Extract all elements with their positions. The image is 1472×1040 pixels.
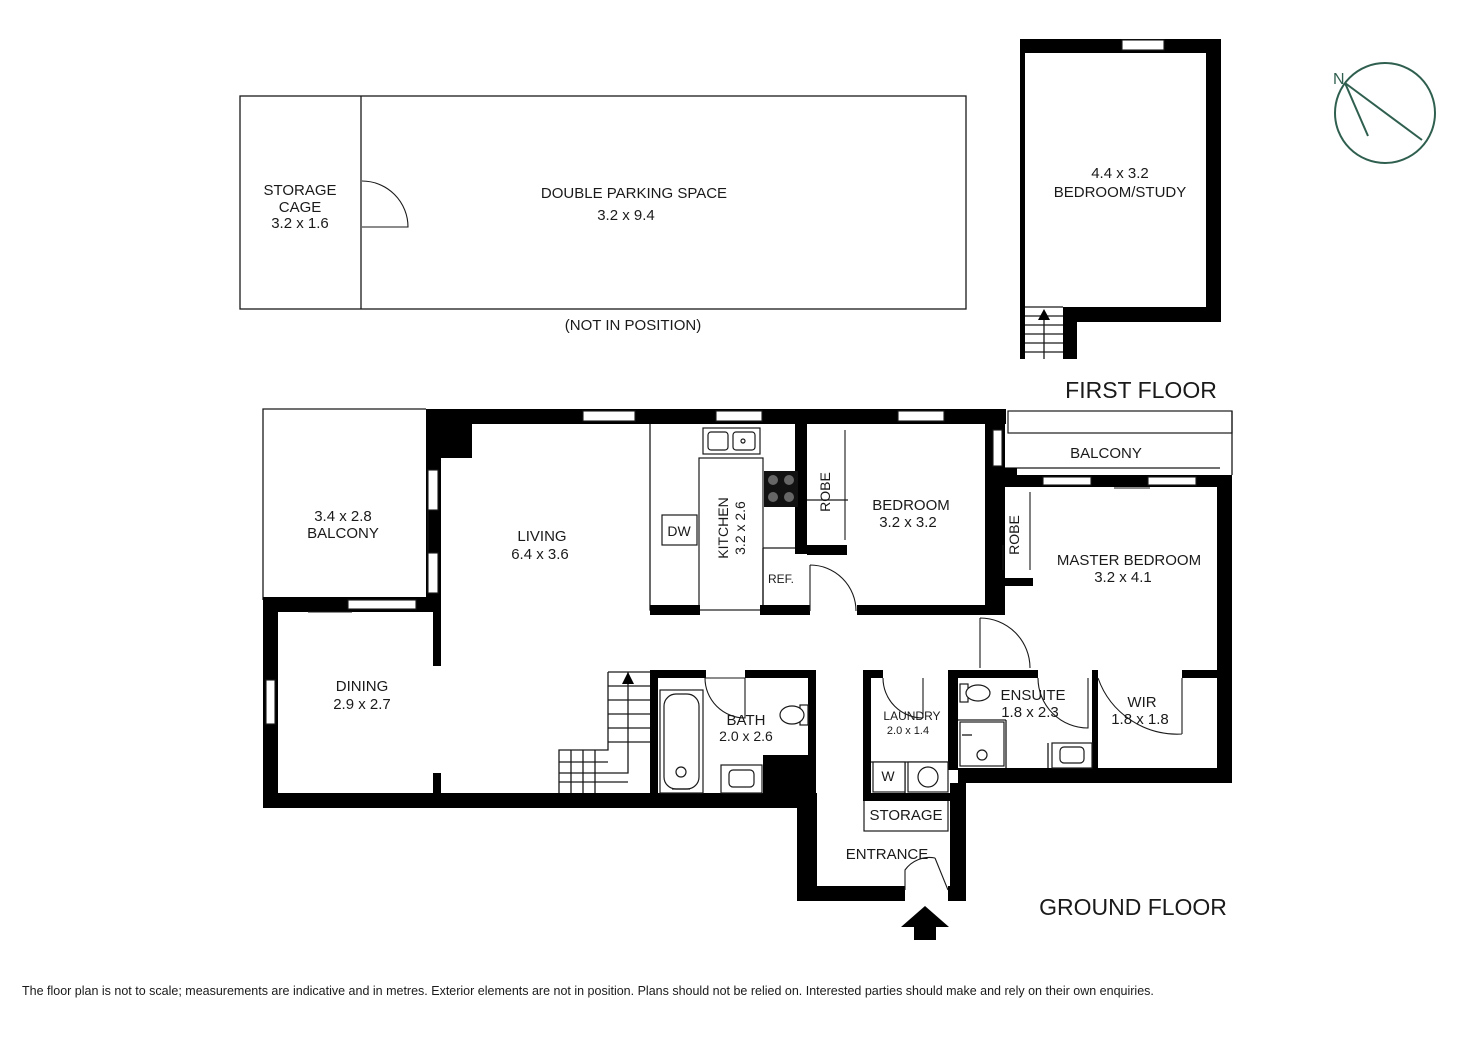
cooktop-icon [764, 471, 798, 507]
dining-name: DINING [336, 678, 389, 695]
dining-dims: 2.9 x 2.7 [333, 696, 391, 713]
parking-dims: 3.2 x 9.4 [597, 207, 655, 224]
first-floor-title: FIRST FLOOR [1065, 377, 1217, 403]
master-bedroom-name: MASTER BEDROOM [1057, 552, 1201, 569]
storage-cage-dims: 3.2 x 1.6 [271, 215, 329, 232]
laundry-name: LAUNDRY [883, 709, 940, 723]
entrance-label: ENTRANCE [846, 846, 929, 863]
entry-arrow-icon [901, 906, 949, 940]
master-bedroom-dims: 3.2 x 4.1 [1094, 569, 1152, 586]
washer-label: W [881, 768, 895, 784]
disclaimer-text: The floor plan is not to scale; measurem… [22, 984, 1154, 998]
fixtures [659, 427, 1093, 794]
compass-north-label: N [1333, 71, 1345, 88]
sink-icon [702, 427, 761, 455]
wir-dims: 1.8 x 1.8 [1111, 711, 1169, 728]
living-dims: 6.4 x 3.6 [511, 546, 569, 563]
stair-arrow-icon [1038, 309, 1050, 320]
balcony-right-name: BALCONY [1070, 445, 1142, 462]
compass-icon: N [1333, 62, 1436, 164]
kitchen-dims: 3.2 x 2.6 [732, 501, 748, 555]
storage-cage-name-line1: STORAGE [263, 182, 336, 199]
kitchen-name: KITCHEN [715, 497, 731, 558]
ground-floor-stairs [558, 671, 650, 793]
bedroom-study-label: 4.4 x 3.2 BEDROOM/STUDY [1054, 165, 1187, 201]
bath-dims: 2.0 x 2.6 [719, 728, 773, 744]
ensuite-name: ENSUITE [1000, 687, 1065, 704]
basin-icon [907, 761, 949, 793]
balcony-left-dims: 3.4 x 2.8 [314, 508, 372, 525]
parking-label: DOUBLE PARKING SPACE 3.2 x 9.4 [541, 185, 727, 224]
robe-1-label: ROBE [817, 472, 833, 512]
living-name: LIVING [517, 528, 566, 545]
first-floor-plan [1020, 39, 1221, 359]
bedroom-study-name: BEDROOM/STUDY [1054, 184, 1187, 201]
storage-cage-label: STORAGE CAGE 3.2 x 1.6 [263, 182, 336, 232]
wir-name: WIR [1127, 694, 1156, 711]
ground-floor-title: GROUND FLOOR [1039, 894, 1227, 920]
fridge-label: REF. [768, 572, 794, 586]
robe-2-label: ROBE [1006, 515, 1022, 555]
storage-label: STORAGE [869, 807, 942, 824]
storage-cage-name-line2: CAGE [279, 199, 322, 216]
basin-icon [1051, 742, 1093, 769]
bedroom-dims: 3.2 x 3.2 [879, 514, 937, 531]
laundry-dims: 2.0 x 1.4 [887, 725, 929, 737]
toilet-icon [959, 683, 991, 703]
bedroom-name: BEDROOM [872, 497, 950, 514]
windows [265, 410, 1197, 725]
stair-arrow-icon [622, 672, 634, 684]
toilet-icon [779, 704, 809, 726]
shower-icon [959, 721, 1005, 767]
bath-name: BATH [727, 712, 766, 729]
bathtub-icon [659, 689, 704, 794]
parking-area [239, 95, 967, 310]
balcony-left-name: BALCONY [307, 525, 379, 542]
ensuite-dims: 1.8 x 2.3 [1001, 704, 1059, 721]
basin-icon [720, 764, 763, 794]
room-labels: 3.4 x 2.8 BALCONY LIVING 6.4 x 3.6 DININ… [307, 445, 1201, 863]
bedroom-study-dims: 4.4 x 3.2 [1091, 165, 1149, 182]
dishwasher-label: DW [667, 523, 691, 539]
doors [308, 430, 1183, 891]
not-in-position-note: (NOT IN POSITION) [565, 317, 701, 334]
parking-name: DOUBLE PARKING SPACE [541, 185, 727, 202]
